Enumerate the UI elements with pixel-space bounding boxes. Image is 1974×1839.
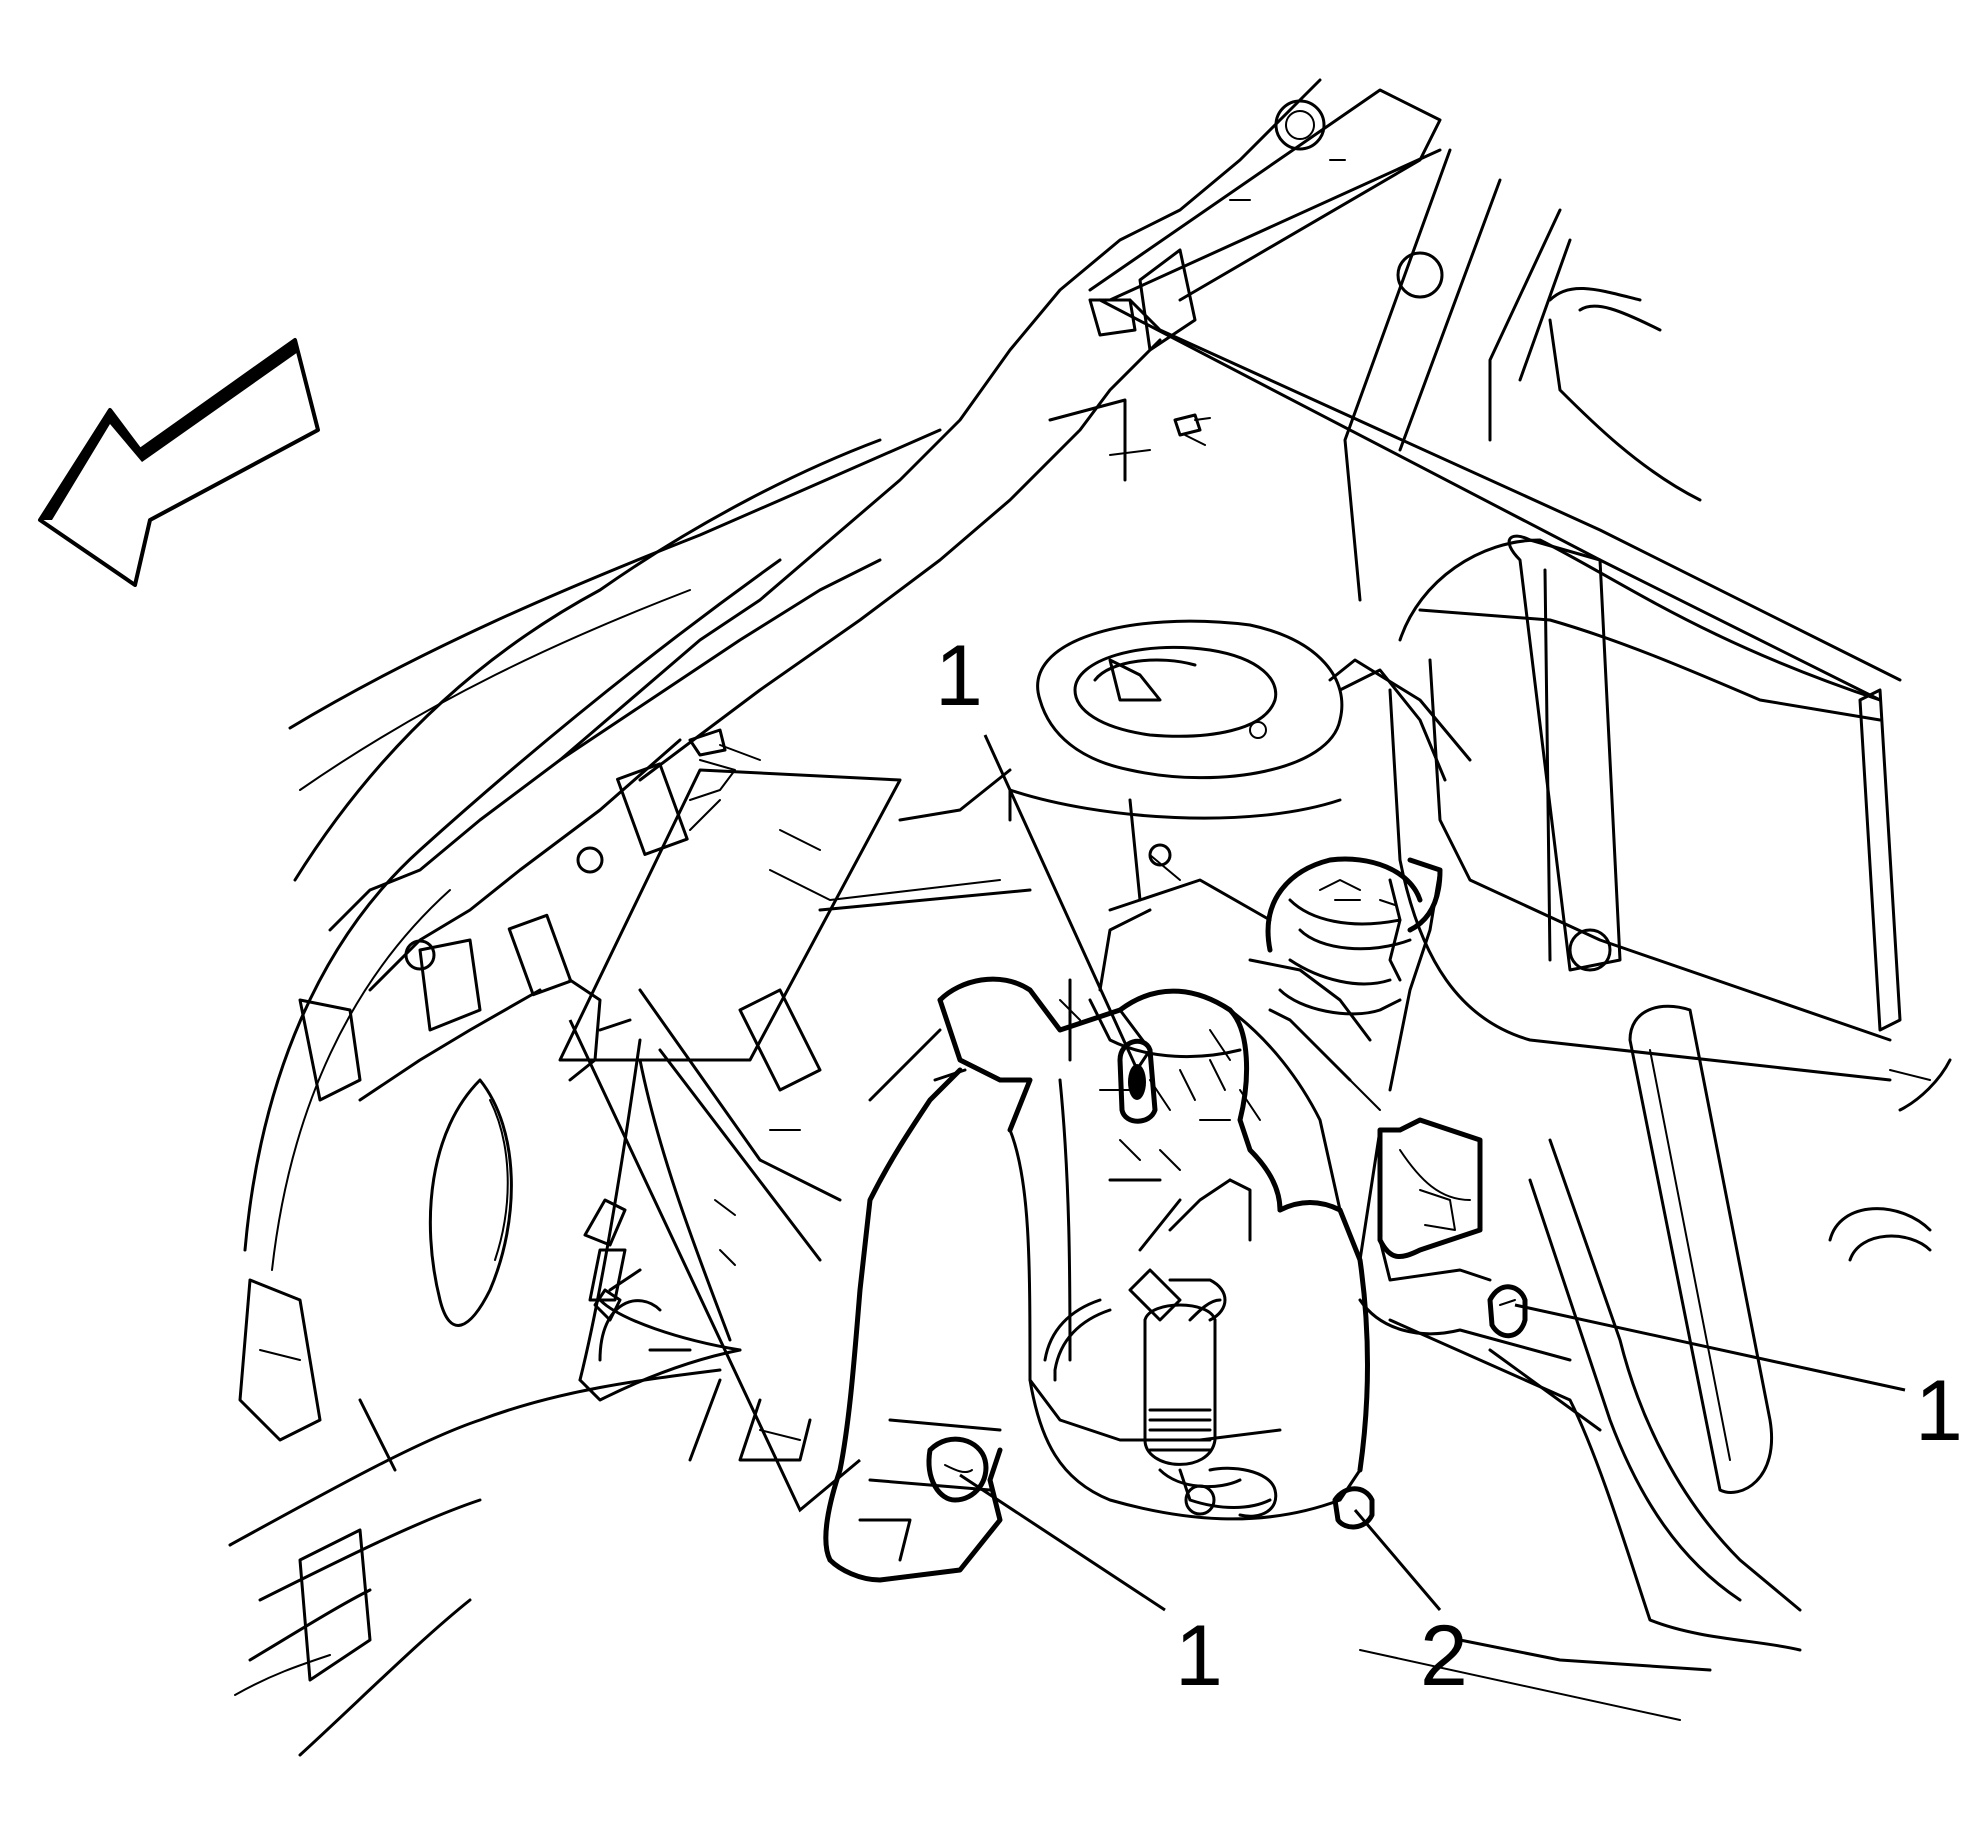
upper-nut-hole <box>1128 1064 1146 1100</box>
washer-pump <box>1043 1178 1278 1518</box>
washer-fluid-reservoir <box>823 878 1572 1583</box>
callout-1-right: 1 <box>1915 1363 1963 1459</box>
upper-cowl-rail <box>558 78 1442 782</box>
leader-unlabeled-v <box>568 1019 861 1513</box>
leader-1-right <box>1514 1303 1906 1392</box>
leader-2 <box>1353 1509 1442 1611</box>
front-of-vehicle-arrow-icon <box>38 338 320 587</box>
inner-fender-panel <box>558 768 1032 1462</box>
callout-labels: 1 1 1 2 <box>935 628 1963 1704</box>
leader-1-upper <box>983 734 1137 1066</box>
pump-retainer-nut-icon <box>1332 1486 1375 1530</box>
leader-1-lower <box>959 1473 1166 1612</box>
callout-1-lower: 1 <box>1175 1608 1223 1704</box>
reservoir-filler-neck <box>1248 856 1443 1111</box>
callout-2: 2 <box>1420 1608 1468 1704</box>
callout-leaders <box>568 734 1906 1612</box>
shock-tower <box>1008 619 1472 902</box>
fasteners <box>593 413 1528 1530</box>
fender-wheelhouse <box>228 428 942 1757</box>
right-body-panels <box>1098 148 1952 1721</box>
right-nut-icon <box>1487 1284 1528 1339</box>
callout-1-upper: 1 <box>935 628 983 724</box>
